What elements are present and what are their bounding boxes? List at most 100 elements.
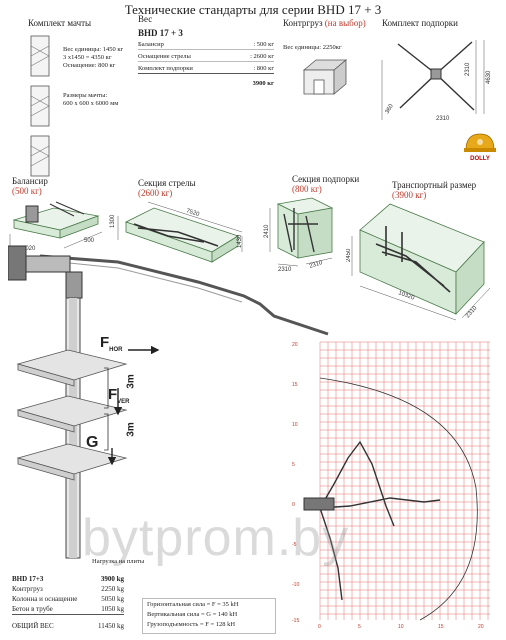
boom-pose-horizontal (319, 497, 441, 509)
transport-image: 2450 10320 2310 (346, 203, 491, 321)
boom-weight: (2600 кг) (138, 188, 173, 198)
force-line: Вертикальная сила = G = 140 kH (147, 611, 238, 618)
mast-size-label: Размеры мачты: (63, 92, 108, 99)
support-dim-3: 2310 (436, 116, 450, 122)
support-section-dim-2: 2310 (278, 267, 292, 272)
mast-spec-1: Вес единицы: 1450 кг (63, 46, 124, 53)
force-hor-sub: HOR (109, 347, 123, 353)
table-row-value: 5050 kg (101, 595, 124, 603)
boom-pose-upper (319, 440, 395, 527)
support-kit-heading: Комплект подпорки (382, 18, 458, 28)
support-dim-1: 2310 (465, 62, 471, 76)
boom-dim-3: 1430 (237, 234, 243, 248)
page-title: Технические стандарты для серии BHD 17 +… (124, 2, 382, 17)
force-box: Горизонтальная сила = F = 35 kH Вертикал… (142, 598, 276, 634)
support-section-dim-1: 2410 (264, 224, 270, 238)
boom-pose-lower (319, 507, 343, 601)
transport-dim-1: 2450 (346, 248, 352, 262)
table-row-label: Бетон в трубе (12, 605, 53, 613)
table-row-label: BHD 17+3 (12, 575, 44, 583)
dolly-logo: DOLLY (464, 133, 496, 162)
mast-kit-heading: Комплект мачты (28, 18, 92, 28)
logo-text: DOLLY (470, 156, 490, 162)
weight-total: 3900 кг (252, 80, 274, 87)
force-ver-label: FVER (108, 386, 130, 405)
support-kit-image: 2310 4630 2310 360 (381, 40, 492, 122)
mast-spec-2: 3 x1450 = 4350 кг (63, 54, 112, 61)
transport-dim-2: 10320 (397, 290, 415, 302)
weight-row: Оснащение стрелы : 2600 кг (138, 53, 274, 62)
table-total-row: ОБЩИЙ ВЕС 11450 kg (12, 621, 124, 631)
counterweight-spec: Вес единицы: 2250кг (283, 44, 342, 51)
support-section-dim-3: 2310 (309, 260, 324, 270)
table-row-label: Колонна и оснащение (12, 595, 78, 603)
reach-envelope (319, 377, 478, 621)
x-axis-labels: 0 5 10 15 20 (318, 624, 484, 630)
support-section-heading: Секция подпорки (292, 174, 360, 184)
weight-row-value: : 500 кг (253, 41, 274, 48)
force-hor-label: FHOR (100, 334, 123, 353)
watermark: bytprom.by (82, 509, 350, 567)
counterweight-image (302, 59, 348, 95)
counterweight-heading: Контргруз (на выбор) (283, 18, 366, 28)
table-row: BHD 17+3 3900 kg (12, 574, 124, 584)
counterweight-title: Контргруз (283, 18, 323, 28)
mast-kit-image (30, 35, 50, 177)
table-row-value: 3900 kg (100, 575, 124, 583)
force-line: Горизонтальная сила = F = 35 kH (147, 601, 239, 608)
weight-model: BHD 17 + 3 (138, 28, 183, 38)
x-tick-label: 15 (438, 624, 444, 630)
force-hor-symbol: F (100, 334, 110, 351)
crane-base-icon (303, 497, 335, 511)
table-total-value: 11450 kg (98, 622, 124, 630)
weight-row: Комплект подпорки : 800 кг (138, 65, 274, 74)
height-1: 3m (125, 374, 137, 389)
balancer-image: 2020 500 (9, 201, 103, 252)
counterweight-option: (на выбор) (324, 18, 366, 28)
y-tick-label: -5 (292, 542, 297, 548)
table-row-value: 2250 kg (101, 585, 124, 593)
x-tick-label: 0 (318, 624, 321, 630)
transport-dim-3: 2310 (465, 305, 479, 319)
load-table-heading: Нагрузка на плиты (92, 558, 145, 565)
boom-dim-1: 1300 (110, 214, 116, 228)
table-row-label: Контргруз (12, 585, 43, 593)
reach-diagram: 20 15 10 5 0 -5 -10 -15 0 5 10 15 20 (292, 341, 490, 630)
balancer-dim-1: 2020 (22, 246, 36, 252)
load-table: BHD 17+3 3900 kg Контргруз 2250 kg Колонна… (12, 574, 124, 631)
balancer-weight: (500 кг) (12, 186, 42, 196)
support-dim-2: 4630 (486, 70, 492, 84)
weight-row: Балансир : 500 кг (138, 41, 274, 50)
x-tick-label: 10 (398, 624, 404, 630)
y-tick-label: 5 (292, 462, 295, 468)
support-section-image: 2410 2310 2310 (264, 197, 334, 272)
mast-size-value: 600 x 600 x 6000 мм (63, 100, 119, 107)
transport-heading: Транспортный размер (392, 180, 477, 190)
weight-row-label: Оснащение стрелы (138, 53, 191, 60)
mast-spec-3: Оснащение: 800 кг (63, 62, 116, 69)
weight-row-value: : 800 кг (253, 65, 274, 72)
y-tick-label: 20 (292, 342, 298, 348)
table-total-label: ОБЩИЙ ВЕС (12, 622, 54, 630)
table-row: Колонна и оснащение 5050 kg (12, 594, 124, 604)
weight-row-value: : 2600 кг (250, 53, 274, 60)
transport-weight: (3900 кг) (392, 190, 427, 200)
force-line: Грузоподъемность = F = 128 kH (147, 621, 236, 628)
y-axis-labels: 20 15 10 5 0 -5 -10 -15 (292, 342, 299, 624)
x-tick-label: 5 (358, 624, 361, 630)
height-2: 3m (125, 422, 137, 437)
y-tick-label: -15 (292, 618, 299, 624)
weight-row-label: Комплект подпорки (138, 65, 193, 72)
force-g-label: G (86, 434, 99, 451)
boom-heading: Секция стрелы (138, 178, 196, 188)
balancer-dim-2: 500 (84, 238, 95, 244)
boom-section-image: 1300 7520 1430 (110, 201, 243, 263)
y-tick-label: 0 (292, 502, 295, 508)
y-tick-label: -10 (292, 582, 299, 588)
table-row-value: 1050 kg (101, 605, 124, 613)
y-tick-label: 10 (292, 422, 298, 428)
y-tick-label: 15 (292, 382, 298, 388)
table-row: Бетон в трубе 1050 kg (12, 604, 124, 615)
balancer-heading: Балансир (12, 176, 48, 186)
support-section-weight: (800 кг) (292, 184, 322, 194)
